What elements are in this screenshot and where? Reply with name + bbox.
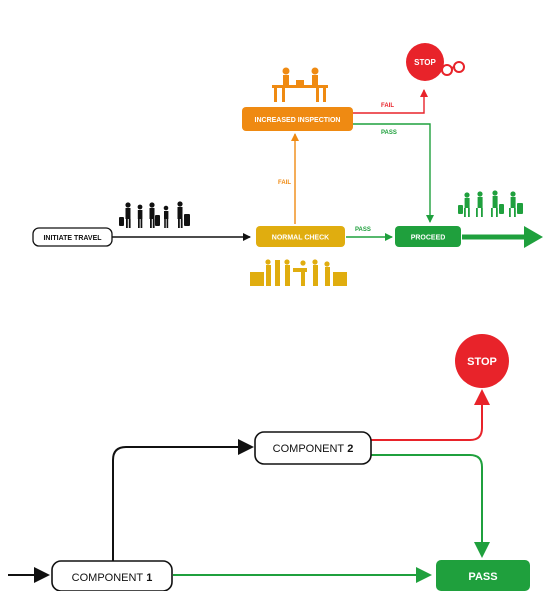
arrow-increased-to-proceed [352,123,434,223]
label-pass-increased-proceed: PASS [381,130,397,136]
travellers-silhouettes-icon [119,201,190,228]
inspection-desk-icon [272,67,328,102]
increased-inspection-label: INCREASED INSPECTION [255,117,341,124]
component-2-label: COMPONENT 2 [273,443,354,455]
initiate-travel-label: INITIATE TRAVEL [43,235,102,242]
component-2-number: 2 [347,443,353,455]
proceed-exit-arrowhead [524,226,543,248]
component-2-word: COMPONENT [273,443,345,455]
security-checkpoint-icon [250,259,347,286]
arrow-component2-to-stop [371,389,490,441]
stop-top-label: STOP [414,58,436,67]
normal-check-label: NORMAL CHECK [272,235,329,242]
handcuffs-icon [441,61,465,76]
node-initiate-travel: INITIATE TRAVEL [32,227,113,247]
component-1-label: COMPONENT 1 [72,572,153,584]
node-increased-inspection: INCREASED INSPECTION [242,107,353,131]
arrow-component1-to-component2 [112,439,254,562]
label-fail-increased-stop: FAIL [381,103,394,109]
node-stop-bottom: STOP [455,334,509,388]
node-proceed: PROCEED [395,226,461,247]
arrow-increased-to-stop [352,89,428,114]
arrow-component2-to-pass [371,454,490,558]
proceed-label: PROCEED [411,235,446,242]
label-fail-normal-increased: FAIL [278,180,291,186]
component-1-word: COMPONENT [72,572,144,584]
walking-travellers-icon [458,190,523,217]
node-normal-check: NORMAL CHECK [256,226,345,247]
node-component-2: COMPONENT 2 [254,431,372,465]
label-pass-normal-proceed: PASS [355,227,371,233]
node-pass: PASS [436,560,530,591]
node-stop-top: STOP [406,43,444,81]
node-component-1: COMPONENT 1 [51,560,173,591]
component-1-number: 1 [146,572,152,584]
stop-bottom-label: STOP [467,356,497,368]
pass-label: PASS [468,571,497,583]
